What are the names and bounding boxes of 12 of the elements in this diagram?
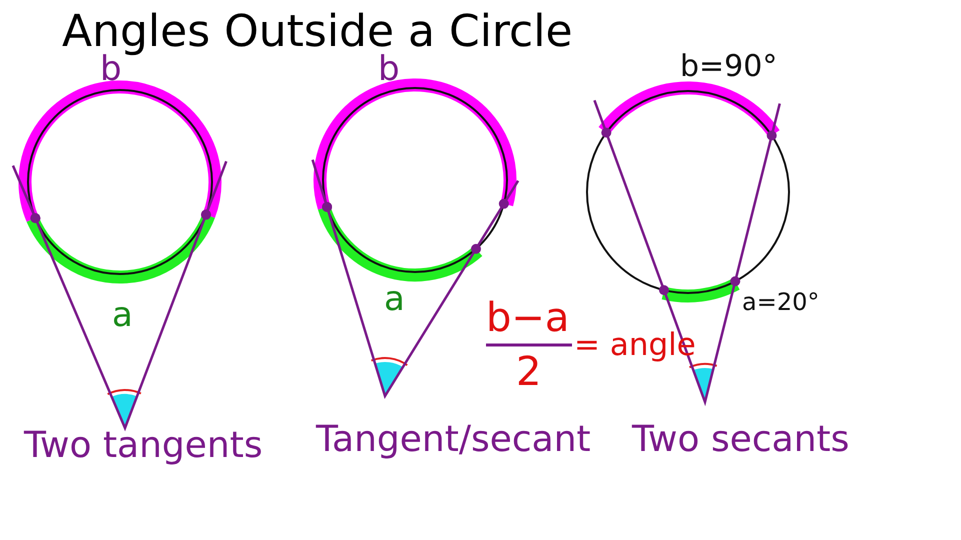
arc-label: a [384, 282, 405, 316]
arc-measure: b=90° [680, 52, 778, 82]
title: Angles Outside a Circle [62, 10, 573, 54]
figure-caption: Two secants [632, 422, 850, 458]
figure-caption: Tangent/secant [316, 422, 591, 458]
formula-denominator: 2 [516, 352, 542, 392]
figure-caption: Two tangents [24, 428, 263, 464]
arc-label: b [378, 52, 400, 86]
arc-label: a [112, 298, 133, 332]
arc-measure: a=20° [742, 290, 820, 314]
arc-label: b [100, 52, 122, 86]
formula-numerator: b−a [486, 298, 570, 338]
